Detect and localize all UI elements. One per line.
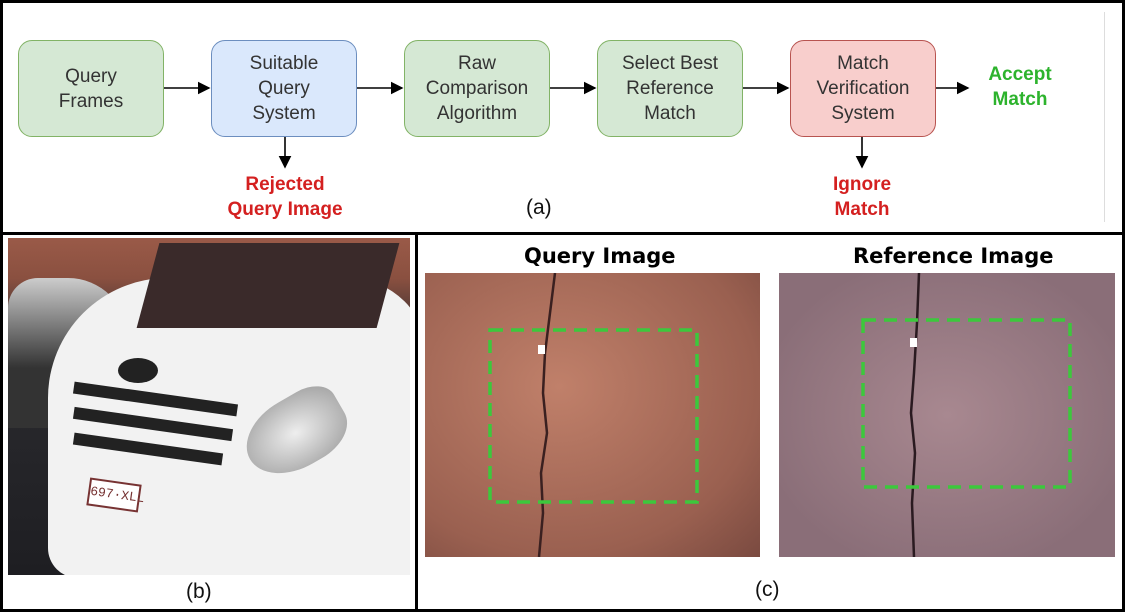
panel-c-frame [415,232,1125,612]
node-suitable-query-system: Suitable Query System [211,40,357,137]
caption-c: (c) [755,578,780,601]
rejected-label: Rejected Query Image [227,174,343,220]
query-image-title: Query Image [524,244,676,268]
accept-match-label: Accept Match [988,64,1052,110]
van-photo: 697·XLL [8,238,410,575]
reference-image [779,273,1115,557]
query-image [425,273,760,557]
divider [1104,12,1105,222]
node-raw-comparison: Raw Comparison Algorithm [404,40,550,137]
node-query-frames: Query Frames [18,40,164,137]
caption-b: (b) [186,580,212,603]
reference-image-title: Reference Image [853,244,1054,268]
node-select-best: Select Best Reference Match [597,40,743,137]
query-match-box [488,328,699,504]
node-match-verification: Match Verification System [790,40,936,137]
reference-match-box [861,318,1072,489]
caption-a: (a) [526,196,552,219]
ignore-match-label: Ignore Match [832,174,892,220]
